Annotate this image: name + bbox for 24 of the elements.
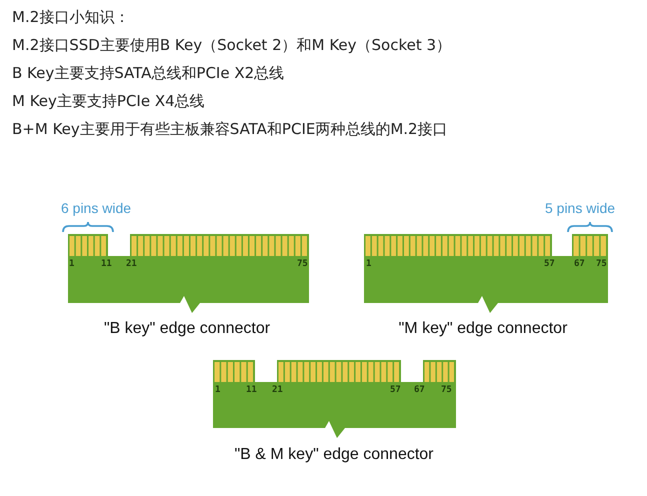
pin-number: 21 — [126, 259, 137, 269]
note-text: B+M Key主要用于有些主板兼容SATA和PCIE两种总线的M.2接口 — [12, 120, 448, 139]
note-text: B Key主要支持SATA总线和PCIe X2总线 — [12, 64, 284, 83]
connector-caption: "B key" edge connector — [104, 320, 270, 338]
pin-number: 1 — [69, 259, 74, 269]
pin-number: 75 — [596, 259, 607, 269]
connector-caption: "B & M key" edge connector — [234, 446, 434, 464]
pin-number: 75 — [297, 259, 308, 269]
pin-number: 57 — [390, 385, 401, 395]
pin-number: 57 — [544, 259, 555, 269]
pin-number: 67 — [414, 385, 425, 395]
bracket-label: 5 pins wide — [544, 200, 616, 216]
bracket-label: 6 pins wide — [60, 200, 132, 216]
pin-number: 67 — [574, 259, 585, 269]
pin-number: 11 — [101, 259, 112, 269]
note-text: M Key主要支持PCIe X4总线 — [12, 92, 205, 111]
connector-caption: "M key" edge connector — [398, 320, 568, 338]
pin-number: 1 — [215, 385, 220, 395]
heading: M.2接口小知识： — [12, 8, 130, 27]
note-text: M.2接口SSD主要使用B Key（Socket 2）和M Key（Socket 3） — [12, 36, 452, 55]
pin-number: 21 — [272, 385, 283, 395]
pin-number: 1 — [366, 259, 372, 269]
pin-number: 11 — [246, 385, 257, 395]
pin-number: 75 — [441, 385, 452, 395]
